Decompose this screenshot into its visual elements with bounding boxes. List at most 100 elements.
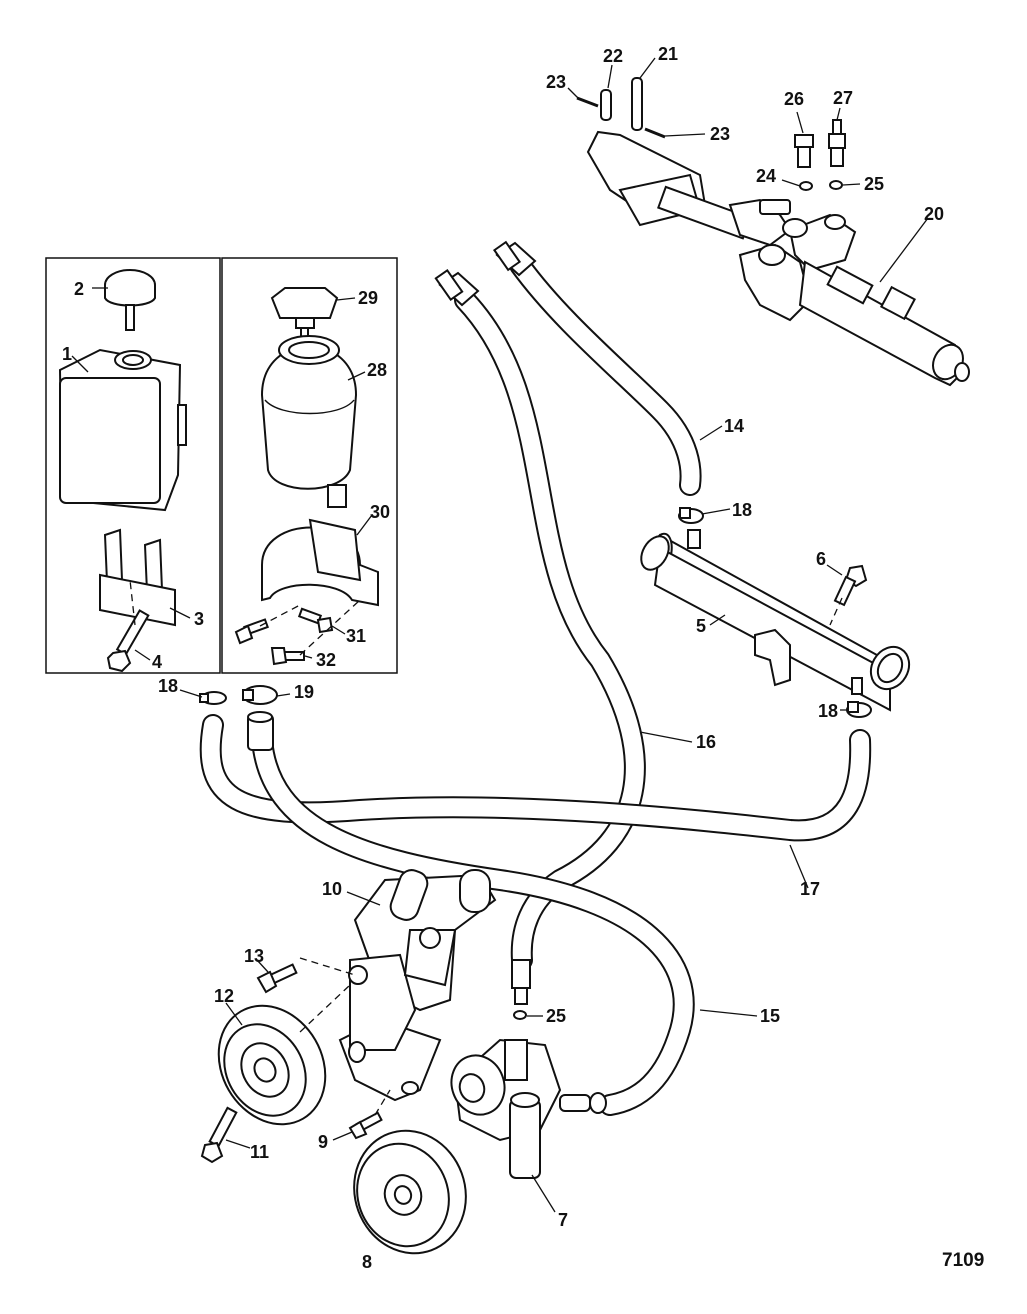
align-line-pulley12 — [299, 984, 351, 1033]
callout-10: 10 — [322, 879, 342, 899]
hose-17 — [199, 714, 872, 842]
bolt-9 — [348, 1111, 383, 1140]
hose-16-straight-fitting — [511, 959, 531, 1005]
washer-25-pump — [513, 1010, 527, 1020]
leader-9 — [332, 1131, 353, 1141]
callout-18-left: 18 — [158, 676, 178, 696]
callout-5: 5 — [696, 616, 706, 636]
reservoir-1 — [58, 348, 187, 512]
idler-pulley-12 — [217, 1004, 327, 1126]
leader-16 — [639, 731, 693, 743]
reservoir-detail-box-b — [221, 257, 398, 674]
fitting-27 — [828, 119, 846, 167]
callout-29: 29 — [358, 288, 378, 308]
hose-15 — [251, 729, 695, 1116]
callout-9: 9 — [318, 1132, 328, 1152]
steering-cylinder — [586, 130, 970, 387]
callout-23b: 23 — [710, 124, 730, 144]
clamp-18-mid — [678, 507, 704, 524]
leader-31 — [331, 625, 346, 635]
leader-6 — [826, 564, 843, 576]
callout-20: 20 — [924, 204, 944, 224]
callout-30: 30 — [370, 502, 390, 522]
leader-32 — [304, 655, 313, 659]
bolt-31b — [297, 607, 334, 634]
leader-29 — [336, 297, 356, 301]
pump-pulley-8 — [353, 1129, 467, 1255]
callout-22: 22 — [603, 46, 623, 66]
leader-10 — [346, 891, 381, 906]
clamp-18-right — [846, 701, 872, 718]
hose-sleeve-19 — [247, 711, 274, 751]
callout-26: 26 — [784, 89, 804, 109]
callout-3: 3 — [194, 609, 204, 629]
leader-7 — [531, 1174, 556, 1213]
cotter-pin-23a — [576, 96, 599, 108]
leader-30 — [356, 514, 373, 536]
leader-5 — [709, 614, 726, 626]
washer-25-top — [829, 180, 843, 190]
bolt-31 — [234, 618, 269, 645]
callout-15: 15 — [760, 1006, 780, 1026]
power-steering-pump-7 — [450, 1038, 607, 1179]
leader-3 — [169, 607, 191, 619]
reservoir-cap-2 — [104, 269, 156, 331]
callout-27: 27 — [833, 88, 853, 108]
leader-27 — [836, 107, 841, 121]
callout-11: 11 — [250, 1142, 269, 1162]
align-line-bolt4 — [129, 579, 136, 626]
reservoir-detail-box-a — [45, 257, 221, 674]
pump-bracket-10 — [338, 869, 497, 1102]
hose-16 — [454, 289, 646, 971]
callout-25-top: 25 — [864, 174, 884, 194]
leader-4 — [134, 649, 151, 661]
leader-19 — [276, 693, 291, 697]
washer-24 — [799, 181, 813, 191]
callout-32: 32 — [316, 650, 336, 670]
leader-22 — [607, 64, 613, 89]
clamp-18-left — [199, 691, 227, 705]
leader-15 — [699, 1009, 758, 1017]
leader-23b — [664, 133, 706, 137]
callout-13: 13 — [244, 946, 264, 966]
callout-18-right: 18 — [818, 701, 838, 721]
align-line-bolt13 — [299, 957, 356, 976]
leader-20 — [879, 217, 929, 283]
reservoir-bracket-30 — [261, 518, 379, 607]
hose-14-elbow-fitting — [492, 240, 537, 277]
callout-28: 28 — [367, 360, 387, 380]
callout-24: 24 — [756, 166, 776, 186]
figure-number: 7109 — [942, 1250, 984, 1271]
callout-17: 17 — [800, 879, 820, 899]
bolt-6 — [833, 564, 868, 607]
leader-17 — [789, 844, 809, 889]
bolt-32 — [270, 647, 305, 666]
cooler-5 — [640, 529, 911, 712]
pin-21 — [631, 77, 643, 131]
callout-6: 6 — [816, 549, 826, 569]
leader-1 — [71, 355, 89, 373]
leader-14 — [699, 425, 723, 441]
leader-23a — [567, 87, 579, 99]
leader-18b — [701, 508, 731, 515]
bolt-13 — [256, 963, 298, 994]
leader-13 — [256, 959, 269, 973]
callout-25-pump: 25 — [546, 1006, 566, 1026]
leader-12 — [225, 1002, 243, 1026]
leader-24 — [781, 179, 801, 187]
pin-22 — [600, 89, 612, 121]
reservoir-28 — [260, 335, 358, 508]
callout-18-mid: 18 — [732, 500, 752, 520]
leader-25a — [842, 183, 861, 186]
leader-21 — [639, 57, 656, 79]
callout-31: 31 — [346, 626, 366, 646]
callout-21: 21 — [658, 44, 678, 64]
reservoir-bracket-3 — [99, 528, 176, 627]
fitting-26 — [794, 134, 814, 168]
align-line-bolt31 — [259, 604, 301, 627]
leader-11 — [225, 1139, 251, 1149]
align-line-bolt32 — [299, 599, 361, 656]
align-line-bolt6 — [829, 597, 843, 626]
callout-14: 14 — [724, 416, 744, 436]
